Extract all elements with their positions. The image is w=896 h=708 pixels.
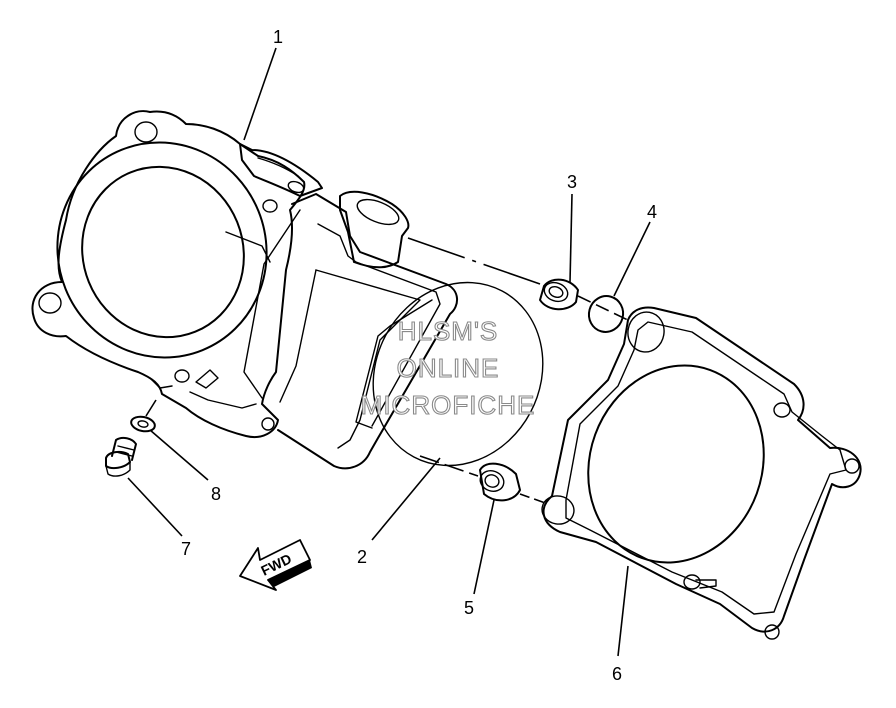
cylinder-part xyxy=(31,110,458,470)
callout-4: 4 xyxy=(647,202,657,222)
leader-lines xyxy=(127,47,651,657)
bolt-part xyxy=(105,436,137,477)
o-ring-part xyxy=(587,295,625,333)
callout-3: 3 xyxy=(567,172,577,192)
dowel-pin-upper-part xyxy=(539,278,579,311)
watermark-line-2: ONLINE xyxy=(397,353,500,383)
dowel-pin-lower-part xyxy=(479,462,521,502)
callout-numbers: 1 2 3 4 5 6 7 8 xyxy=(181,27,657,684)
watermark-line-3: MICROFICHE xyxy=(361,390,536,420)
cylinder-gasket-part xyxy=(541,306,862,640)
callout-8: 8 xyxy=(211,484,221,504)
washer-part xyxy=(130,415,156,433)
forward-arrow-icon: FWD xyxy=(239,539,312,591)
callout-5: 5 xyxy=(464,598,474,618)
watermark-line-1: HLSM'S xyxy=(398,316,499,346)
callout-1: 1 xyxy=(273,27,283,47)
watermark: HLSM'S ONLINE MICROFICHE xyxy=(360,315,536,420)
callout-7: 7 xyxy=(181,539,191,559)
callout-2: 2 xyxy=(357,547,367,567)
alignment-lines xyxy=(145,237,633,505)
callout-6: 6 xyxy=(612,664,622,684)
dowel-pin-disc-part xyxy=(372,281,544,467)
